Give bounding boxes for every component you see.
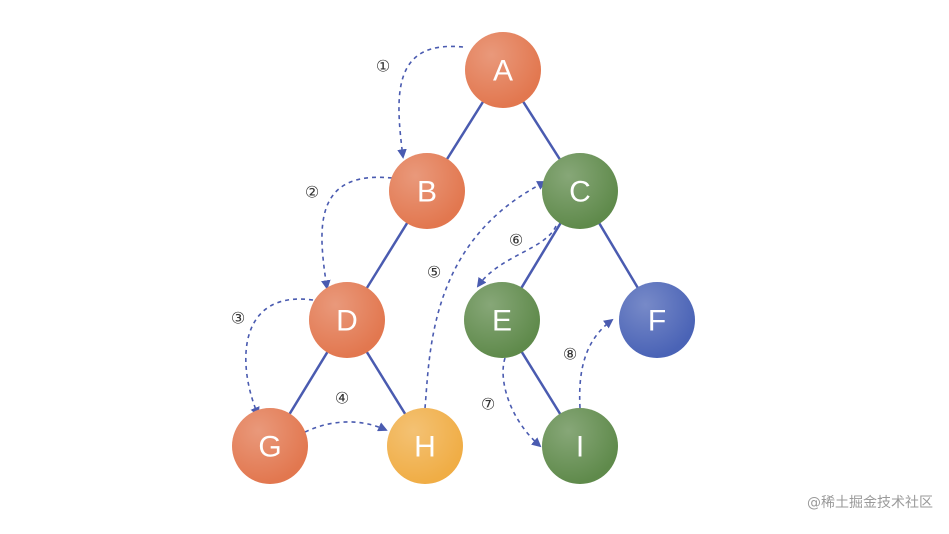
node-c: C [542,153,618,229]
watermark: @稀土掘金技术社区 [807,495,933,511]
node-d: D [309,282,385,358]
step-arrow-4 [304,421,388,433]
node-e: E [464,282,540,358]
node-label-f: F [648,305,666,338]
node-b: B [389,153,465,229]
node-label-b: B [417,176,437,209]
step-label-7: ⑦ [481,395,495,414]
step-arrow-3 [245,298,314,417]
node-highlight-i [542,408,618,484]
node-label-c: C [569,176,591,209]
node-highlight-h [387,408,463,484]
traversal-arrows: ① ② ③ ④ ⑤ ⑥ ⑦ ⑧ [231,45,614,448]
step-arrow-8 [578,318,614,409]
step-arrow-6 [476,225,557,288]
node-label-i: I [576,431,584,464]
step-label-3: ③ [231,309,245,328]
step-arrow-7 [502,357,542,448]
node-highlight-a [465,32,541,108]
step-label-6: ⑥ [509,231,523,250]
node-label-h: H [414,431,436,464]
node-i: I [542,408,618,484]
node-f: F [619,282,695,358]
node-highlight-e [464,282,540,358]
step-label-8: ⑧ [563,345,577,364]
node-label-g: G [258,431,281,464]
node-h: H [387,408,463,484]
node-highlight-f [619,282,695,358]
node-highlight-c [542,153,618,229]
node-label-d: D [336,305,358,338]
step-arrow-5 [424,181,547,409]
node-highlight-d [309,282,385,358]
step-arrow-2 [321,176,393,290]
tree-nodes: A B C D E F G H I [232,32,695,484]
node-highlight-g [232,408,308,484]
step-label-1: ① [376,57,390,76]
step-label-5: ⑤ [427,263,441,282]
node-g: G [232,408,308,484]
node-label-a: A [493,55,513,88]
node-label-e: E [492,305,512,338]
node-a: A [465,32,541,108]
node-highlight-b [389,153,465,229]
step-label-2: ② [305,183,319,202]
tree-edges [268,69,659,447]
step-label-4: ④ [335,389,349,408]
step-arrow-1 [397,45,464,159]
